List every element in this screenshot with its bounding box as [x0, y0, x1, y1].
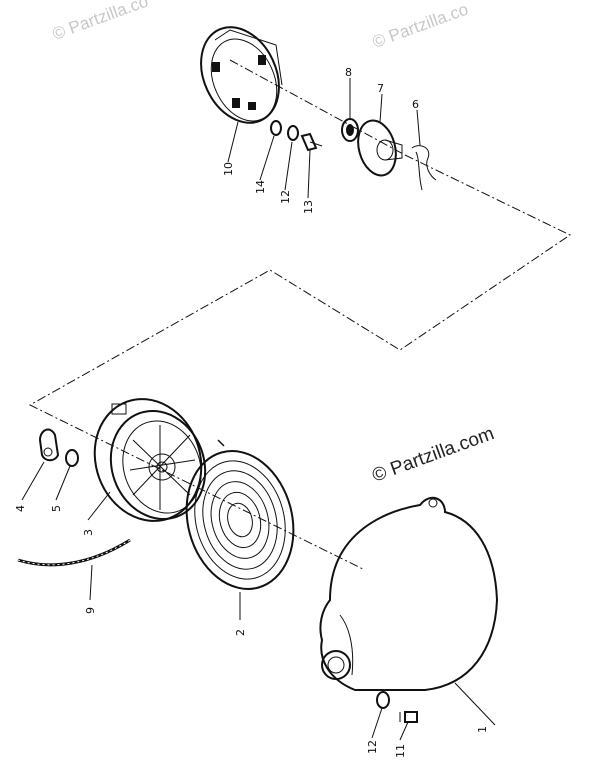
- watermark-main: © Partzilla.com: [370, 423, 497, 487]
- part-pawl-4: [38, 428, 60, 462]
- part-spacer-5: [65, 449, 79, 467]
- part-reel-3: [93, 398, 207, 522]
- callout-2: 2: [234, 629, 247, 636]
- part-washer-14: [270, 120, 282, 136]
- callout-14: 14: [254, 180, 267, 194]
- part-drum-cup: [200, 26, 283, 124]
- watermark-top-right: © Partzilla.co: [370, 0, 471, 52]
- callout-7: 7: [377, 82, 384, 95]
- callout-12-bottom: 12: [366, 740, 379, 754]
- watermark-top-left: © Partzilla.co: [50, 0, 151, 44]
- part-washer-12-bottom: [376, 691, 390, 709]
- callout-4: 4: [14, 505, 27, 512]
- callout-13: 13: [302, 200, 315, 214]
- part-spring-clip-6: [411, 145, 437, 191]
- callout-8: 8: [345, 66, 352, 79]
- part-housing-1: [319, 496, 499, 691]
- part-ratchet-8: [341, 118, 359, 142]
- part-bolt-11: [399, 711, 418, 723]
- part-pulley-7: [357, 119, 403, 177]
- callout-5: 5: [50, 505, 63, 512]
- callout-9: 9: [84, 607, 97, 614]
- part-washer-12-top: [287, 125, 299, 141]
- callout-10: 10: [222, 162, 235, 176]
- callout-12-top: 12: [279, 190, 292, 204]
- callout-11: 11: [394, 744, 407, 758]
- part-rope-9: [17, 538, 131, 567]
- callout-3: 3: [82, 529, 95, 536]
- part-spring-2: [185, 439, 295, 590]
- leader-lines: [21, 78, 496, 741]
- part-bolt-13: [300, 132, 323, 152]
- callout-1: 1: [476, 726, 489, 733]
- callout-6: 6: [412, 98, 419, 111]
- assembly-guide-lines: [28, 59, 571, 571]
